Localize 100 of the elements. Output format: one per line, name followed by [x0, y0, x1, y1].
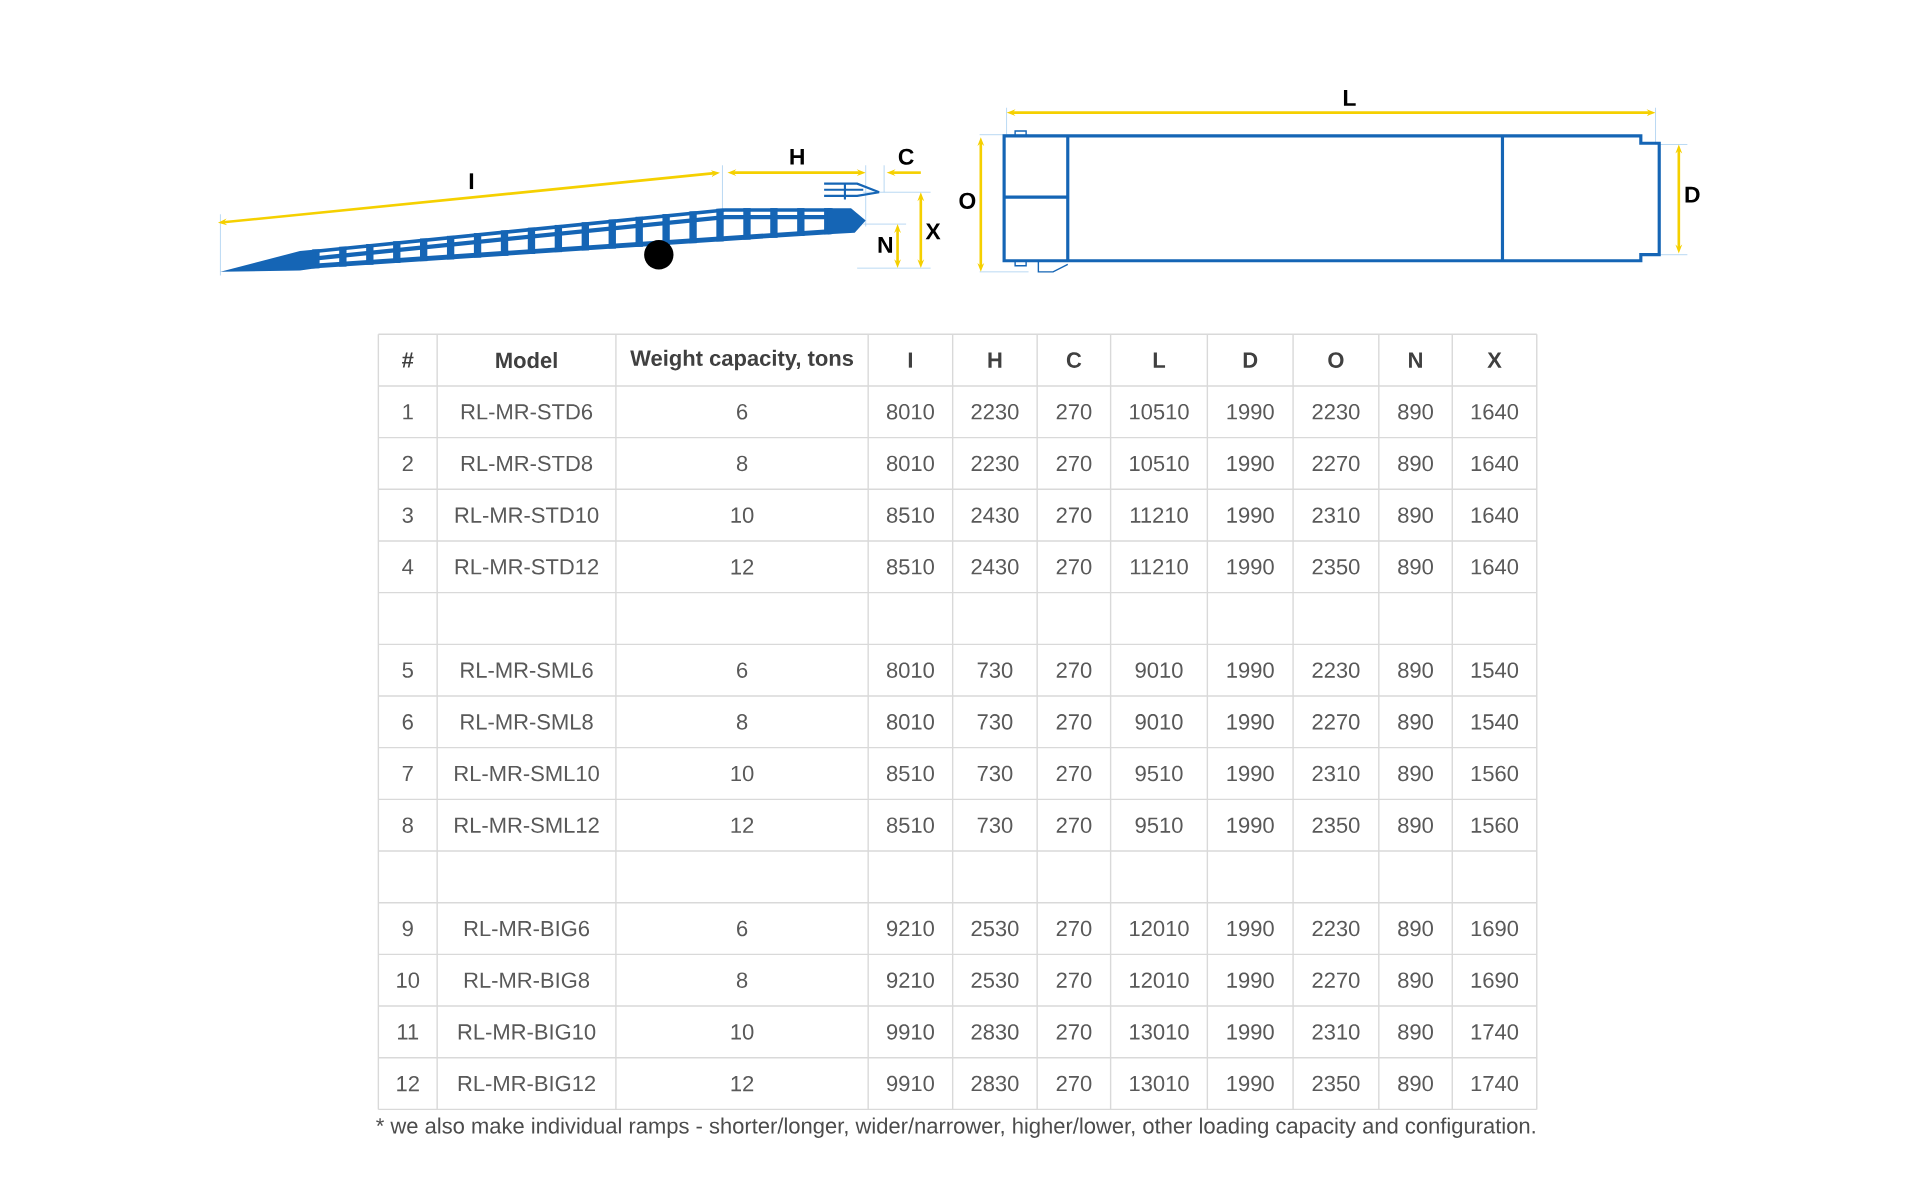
table-cell: 6: [737, 662, 748, 678]
table-cell: 12: [397, 1075, 419, 1092]
header-cell: Weight capacity, tons: [630, 349, 854, 371]
table-cell: 8: [736, 972, 748, 988]
table-cell: RL-MR-STD12: [455, 559, 599, 575]
table-cell: 1740: [1471, 1075, 1519, 1092]
table-cell: 4: [402, 559, 414, 575]
table-cell: 2830: [971, 1024, 1019, 1040]
table-cell: 1990: [1227, 455, 1274, 472]
table-cell: 11210: [1130, 559, 1188, 575]
table-cell: 890: [1398, 714, 1433, 730]
table-cell: 12010: [1130, 920, 1189, 937]
table-cell: 2230: [971, 404, 1019, 420]
table-cell: 890: [1398, 507, 1433, 523]
table-cell: 1: [403, 404, 413, 420]
table-cell: 1640: [1471, 404, 1519, 420]
table-cell: 270: [1056, 714, 1092, 730]
header-cell: C: [1066, 352, 1082, 368]
dimension-label: C: [898, 148, 914, 165]
table-cell: 2310: [1312, 1024, 1360, 1040]
table-cell: 2350: [1312, 1075, 1360, 1092]
table-cell: 890: [1398, 765, 1433, 782]
table-cell: 1990: [1227, 920, 1274, 937]
table-cell: 9210: [887, 972, 934, 988]
table-cell: 8510: [886, 507, 934, 523]
table-cell: RL-MR-STD8: [461, 455, 593, 472]
table-cell: 12: [731, 559, 754, 575]
header-cell: X: [1487, 352, 1502, 368]
dimension-label: X: [925, 223, 941, 240]
table-cell: RL-MR-STD10: [455, 507, 599, 523]
header-cell: I: [908, 352, 912, 368]
dimension-label: I: [469, 173, 474, 190]
table-cell: 6: [402, 714, 413, 730]
dimension-label: N: [878, 237, 893, 253]
table-cell: 12: [731, 1075, 754, 1092]
table-cell: 6: [737, 404, 748, 420]
table-cell: 8010: [886, 662, 934, 678]
table-cell: 1990: [1227, 817, 1274, 833]
table-cell: 8510: [886, 559, 934, 575]
header-cell: L: [1153, 352, 1166, 368]
table-cell: 2310: [1312, 507, 1360, 523]
table-cell: 1740: [1471, 1024, 1519, 1040]
table-cell: 10510: [1130, 404, 1189, 420]
table-cell: 7: [402, 765, 413, 782]
table-cell: RL-MR-BIG6: [464, 920, 590, 937]
table-cell: 11: [398, 1024, 419, 1040]
table-cell: 2430: [971, 559, 1019, 575]
table-cell: 9510: [1135, 817, 1183, 833]
header-cell: N: [1409, 352, 1422, 368]
table-cell: 890: [1398, 920, 1433, 937]
table-cell: RL-MR-BIG10: [458, 1024, 596, 1040]
table-cell: 2270: [1312, 455, 1360, 472]
table-cell: 1990: [1227, 972, 1274, 988]
table-cell: 1640: [1471, 507, 1519, 523]
table-cell: 1560: [1471, 817, 1519, 833]
table-cell: 13010: [1130, 1075, 1189, 1092]
table-cell: 1690: [1471, 972, 1519, 988]
table-cell: RL-MR-SML10: [455, 765, 599, 782]
table-cell: 730: [977, 765, 1013, 782]
table-cell: 2230: [1312, 920, 1360, 937]
table-cell: 9910: [887, 1075, 934, 1092]
table-cell: 270: [1056, 455, 1092, 472]
table-cell: 2230: [971, 455, 1019, 472]
table-cell: 6: [737, 920, 748, 937]
table-cell: 890: [1398, 559, 1433, 575]
table-cell: 1690: [1471, 920, 1519, 937]
table-cell: 890: [1398, 817, 1433, 833]
table-cell: 890: [1398, 455, 1433, 472]
table-cell: 2270: [1312, 972, 1360, 988]
header-cell: H: [988, 352, 1002, 368]
table-cell: 9010: [1135, 714, 1183, 730]
table-cell: 10510: [1130, 455, 1189, 472]
table-cell: RL-MR-SML8: [461, 714, 593, 730]
table-cell: 8: [736, 714, 748, 730]
table-cell: 8010: [886, 404, 934, 420]
table-cell: 1990: [1227, 1024, 1274, 1040]
table-cell: 10: [731, 507, 754, 523]
table-cell: 9910: [887, 1024, 934, 1040]
table-cell: 9010: [1135, 662, 1183, 678]
table-cell: RL-MR-SML6: [461, 662, 593, 678]
dimension-label: H: [790, 148, 804, 165]
table-cell: 9210: [887, 920, 934, 937]
header-cell: D: [1243, 352, 1258, 368]
table-cell: 270: [1056, 662, 1092, 678]
table-cell: 270: [1056, 1024, 1092, 1040]
table-cell: 890: [1398, 1024, 1433, 1040]
table-cell: 270: [1056, 972, 1092, 988]
table-cell: 2310: [1312, 765, 1360, 782]
table-cell: 1640: [1471, 455, 1519, 472]
table-cell: RL-MR-SML12: [455, 817, 599, 833]
table-cell: 2270: [1312, 714, 1360, 730]
table-cell: 12010: [1130, 972, 1189, 988]
table-cell: 270: [1056, 817, 1092, 833]
table-cell: 2530: [971, 972, 1019, 988]
table-cell: 9: [402, 920, 413, 937]
table-cell: 2350: [1312, 559, 1360, 575]
table-cell: 730: [977, 662, 1013, 678]
table-cell: 890: [1398, 1075, 1433, 1092]
header-cell: #: [402, 352, 414, 368]
table-cell: 270: [1056, 1075, 1092, 1092]
